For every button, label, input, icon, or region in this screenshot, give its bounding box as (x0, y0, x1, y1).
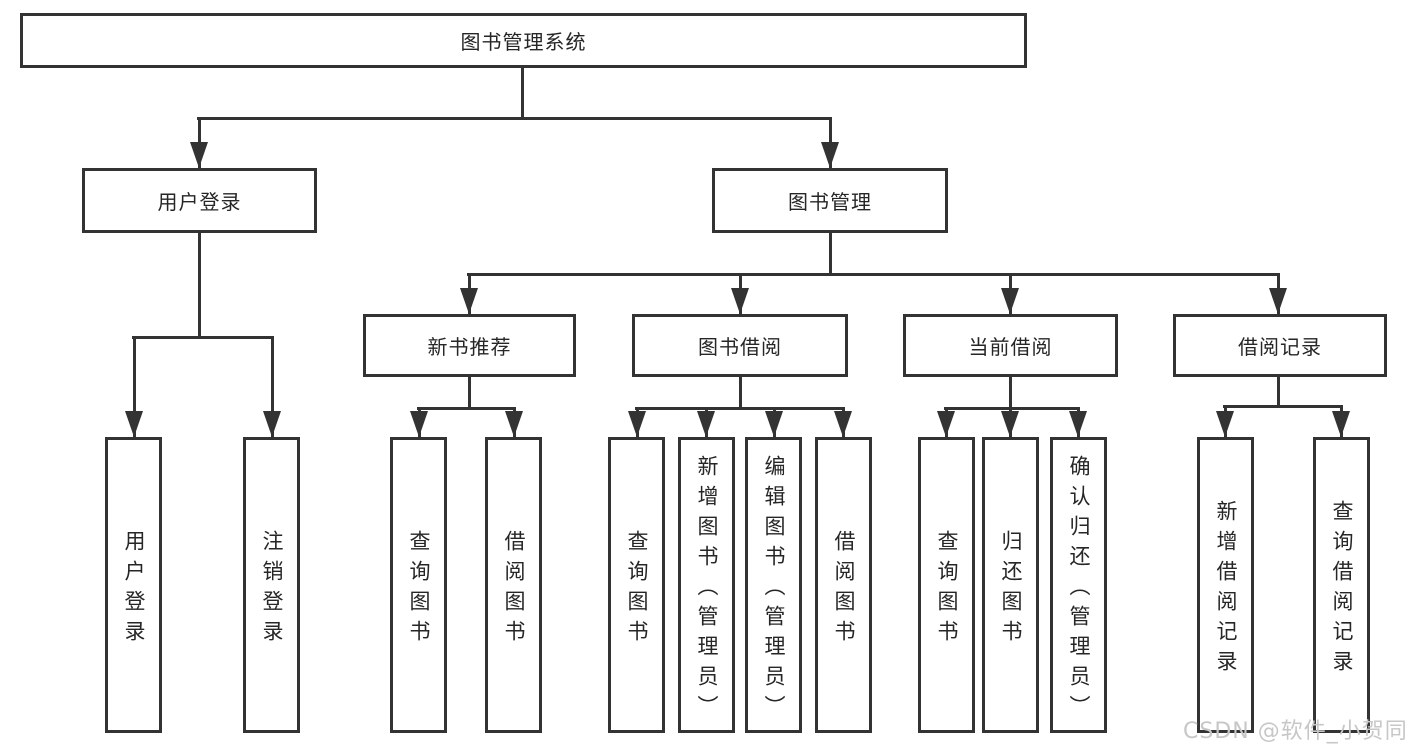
leaf-recommend-borrow-books-label: 借阅图书 (502, 529, 526, 650)
arrow-down-icon (263, 411, 281, 437)
node-new-book-recommend: 新书推荐 (363, 314, 576, 377)
leaf-borrow-borrow-books-label: 借阅图书 (832, 529, 856, 650)
arrow-down-icon (834, 411, 852, 437)
node-current-borrow: 当前借阅 (903, 314, 1118, 377)
connector-borrow-record-stem-line (1277, 377, 1280, 405)
connector-book-management-rail-line (467, 273, 1280, 276)
node-new-book-recommend-label: 新书推荐 (427, 335, 512, 359)
leaf-user-login: 用户登录 (105, 437, 162, 733)
arrow-down-icon (628, 411, 646, 437)
leaf-current-return-books: 归还图书 (982, 437, 1039, 733)
arrow-down-icon (1001, 411, 1019, 437)
arrow-down-icon (1216, 411, 1234, 437)
csdn-watermark: CSDN @软件_小贺同学 (1183, 719, 1405, 744)
connector-current-borrow-stem-line (1009, 377, 1012, 407)
leaf-logout-label: 注销登录 (260, 529, 284, 650)
leaf-borrow-query-books: 查询图书 (608, 437, 665, 733)
node-book-borrow: 图书借阅 (632, 314, 848, 377)
node-book-borrow-label: 图书借阅 (698, 335, 782, 359)
arrow-down-icon (460, 288, 478, 314)
connector-book-borrow-stem-line (739, 377, 742, 407)
leaf-current-confirm-return-admin-label: 确认归还（管理员） (1067, 454, 1091, 725)
leaf-borrow-edit-books-admin: 编辑图书（管理员） (745, 437, 802, 733)
leaf-current-return-books-label: 归还图书 (999, 529, 1023, 650)
leaf-recommend-query-books-label: 查询图书 (407, 529, 431, 650)
arrow-down-icon (1069, 411, 1087, 437)
arrow-down-icon (1332, 411, 1350, 437)
node-book-management: 图书管理 (712, 168, 948, 233)
leaf-record-query-borrow-record-label: 查询借阅记录 (1330, 499, 1354, 680)
connector-user-login-rail-line (132, 336, 274, 339)
leaf-borrow-edit-books-admin-label: 编辑图书（管理员） (762, 454, 786, 725)
node-borrow-record-label: 借阅记录 (1238, 335, 1322, 359)
arrow-down-icon (190, 142, 208, 168)
leaf-logout: 注销登录 (243, 437, 300, 733)
leaf-borrow-borrow-books: 借阅图书 (815, 437, 872, 733)
node-borrow-record: 借阅记录 (1173, 314, 1387, 377)
arrow-down-icon (125, 411, 143, 437)
connector-book-borrow-rail-line (635, 407, 845, 410)
leaf-user-login-label: 用户登录 (122, 529, 146, 650)
leaf-record-add-borrow-record-label: 新增借阅记录 (1214, 499, 1238, 680)
connector-current-borrow-rail-line (944, 407, 1080, 410)
arrow-down-icon (410, 411, 428, 437)
leaf-record-add-borrow-record: 新增借阅记录 (1197, 437, 1254, 733)
leaf-recommend-query-books: 查询图书 (390, 437, 447, 733)
arrow-down-icon (1269, 288, 1287, 314)
connector-new-book-recommend-rail-line (417, 407, 516, 410)
connector-root-rail-line (197, 117, 832, 120)
arrow-down-icon (937, 411, 955, 437)
arrow-down-icon (765, 411, 783, 437)
node-book-management-label: 图书管理 (788, 190, 872, 214)
node-root: 图书管理系统 (20, 13, 1027, 68)
arrow-down-icon (1001, 288, 1019, 314)
connector-user-login-stem-line (198, 233, 201, 336)
node-current-borrow-label: 当前借阅 (968, 335, 1053, 359)
arrow-down-icon (505, 411, 523, 437)
leaf-borrow-query-books-label: 查询图书 (625, 529, 649, 650)
connector-leaf-drop-line (133, 336, 136, 437)
node-root-label: 图书管理系统 (460, 30, 587, 54)
arrow-down-icon (821, 142, 839, 168)
node-user-login: 用户登录 (82, 168, 317, 233)
node-user-login-label: 用户登录 (157, 190, 242, 214)
connector-root-stem-line (521, 68, 524, 117)
connector-book-management-stem-line (829, 233, 832, 273)
connector-borrow-record-rail-line (1223, 405, 1343, 408)
leaf-current-confirm-return-admin: 确认归还（管理员） (1050, 437, 1107, 733)
connector-leaf-drop-line (271, 336, 274, 437)
leaf-current-query-books: 查询图书 (918, 437, 975, 733)
connector-new-book-recommend-stem-line (468, 377, 471, 407)
leaf-recommend-borrow-books: 借阅图书 (485, 437, 542, 733)
leaf-borrow-add-books-admin-label: 新增图书（管理员） (695, 454, 719, 725)
leaf-current-query-books-label: 查询图书 (935, 529, 959, 650)
leaf-record-query-borrow-record: 查询借阅记录 (1313, 437, 1370, 733)
arrow-down-icon (697, 411, 715, 437)
arrow-down-icon (731, 288, 749, 314)
leaf-borrow-add-books-admin: 新增图书（管理员） (678, 437, 735, 733)
